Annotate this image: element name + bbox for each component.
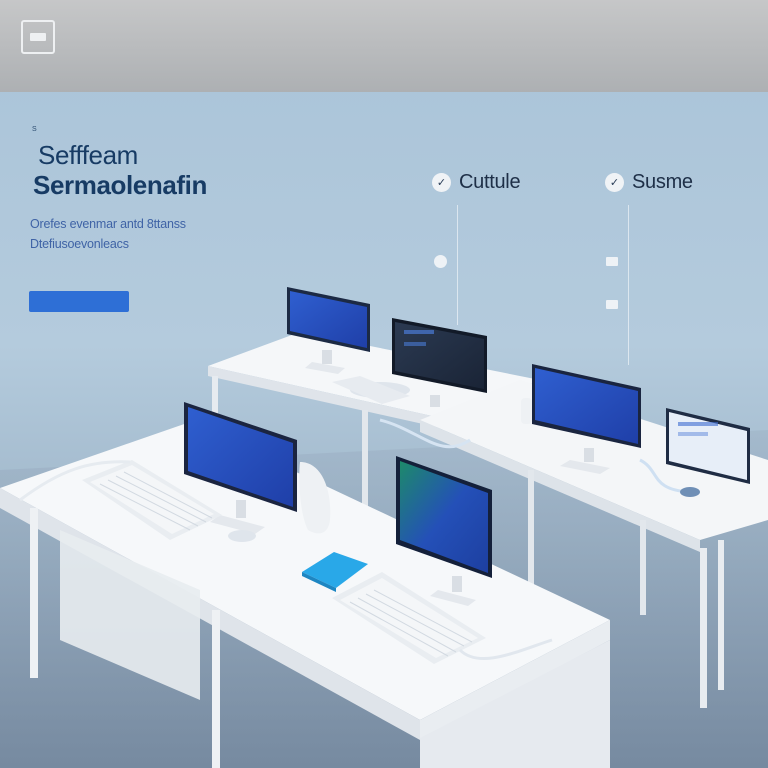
hero-eyebrow: S <box>32 126 37 133</box>
monitor-right-2 <box>639 408 750 497</box>
monitor-front-left <box>184 402 331 534</box>
blue-tablet <box>302 552 368 588</box>
monitor-right-1 <box>521 364 641 474</box>
logo-mark <box>30 33 46 41</box>
feature-title-2: Susme <box>632 171 693 193</box>
bullet-square-1 <box>606 257 618 266</box>
cable-2 <box>379 418 471 449</box>
check-circle-icon: ✓ <box>605 173 624 192</box>
hero-subtitle-line2: Dtefiusoevonleacs <box>30 237 129 251</box>
hero-title-line2: Sermaolenafin <box>33 170 207 200</box>
hero-title-line1: Sefffeam <box>38 140 138 170</box>
desk-back <box>208 332 540 520</box>
keyboard-front-right <box>332 572 553 664</box>
feature-heading-2: ✓ Susme <box>605 171 693 194</box>
bullet-dot-1 <box>434 255 447 268</box>
feature-divider-2 <box>628 205 629 365</box>
hero-subtitle-line1: Orefes evenmar antd 8ttanss <box>30 217 186 231</box>
monitor-front-right <box>396 456 492 606</box>
feature-title-1: Cuttule <box>459 171 521 193</box>
feature-divider-1 <box>457 205 458 325</box>
feature-heading-1: ✓ Cuttule <box>432 171 521 194</box>
keyboard-back <box>332 376 410 404</box>
logo-icon[interactable] <box>21 20 55 54</box>
check-circle-icon: ✓ <box>432 173 451 192</box>
cable-1 <box>19 460 131 502</box>
bullet-square-2 <box>606 300 618 309</box>
top-nav-bar <box>0 0 768 92</box>
keyboard-front-left <box>82 460 256 542</box>
monitor-back-left <box>287 287 370 374</box>
cta-button[interactable] <box>29 291 129 312</box>
